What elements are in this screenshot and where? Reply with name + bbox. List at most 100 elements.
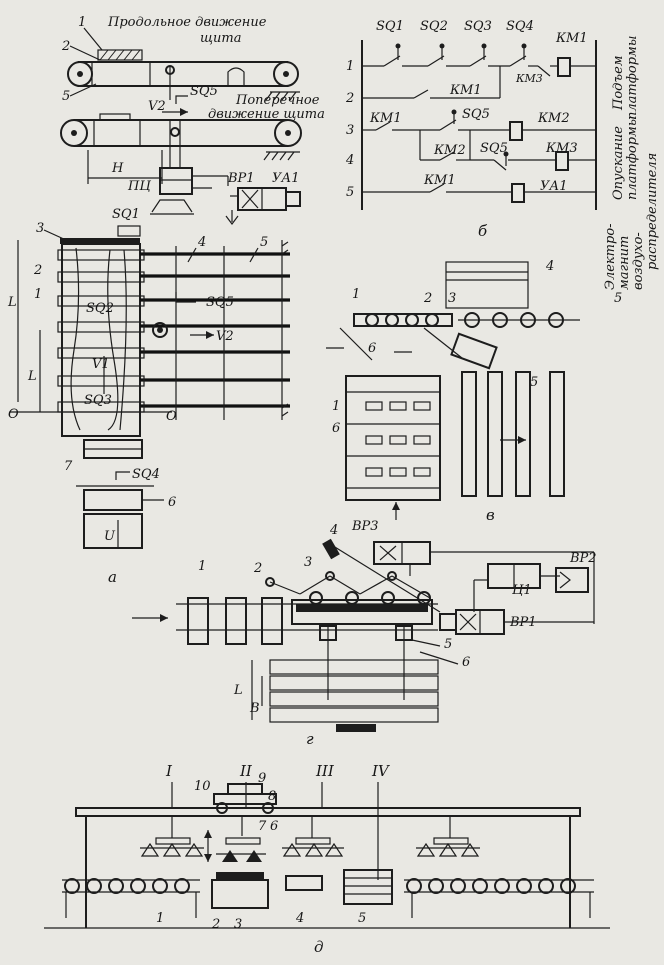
label-sq5-top: SQ5 [190,84,218,99]
label-h: H [111,161,124,176]
svg-text:Подъем: Подъем [611,55,626,111]
label-4: 4 [197,235,206,250]
label-d-2: 2 [211,917,220,932]
contact-sq5-r4: SQ5 [480,141,508,156]
label-d-6: 6 [270,819,278,834]
section-III: III [315,762,335,780]
coil-ya1-label: УА1 [540,179,568,194]
title-longitudinal-line2: щита [200,31,241,46]
label-ya1-a: УА1 [272,171,300,186]
rung-4: 4 [345,153,354,168]
section-IV: IV [371,762,391,780]
label-d-8: 8 [268,789,276,804]
caption-v: в [486,506,495,524]
label-1b: 1 [34,287,42,302]
label-u: U [104,529,116,544]
label-g-5: 5 [444,637,452,652]
label-2: 2 [61,39,70,54]
svg-text:Электро-: Электро- [603,223,618,290]
contact-sq5-r3: SQ5 [462,107,490,122]
svg-text:распределителя: распределителя [645,153,660,270]
rung-1: 1 [346,59,354,74]
label-l1: L [7,295,17,310]
fig-g: 4 ВР3 Ц1 ВР2 ВР1 1 [132,519,597,748]
caption-b: б [478,222,488,240]
label-sq1: SQ1 [112,207,140,222]
fig-v: 1 2 3 4 5 6 1 6 5 в [326,259,622,524]
coil-km1-label: КМ1 [555,31,588,46]
switch-sq3: SQ3 [464,19,492,34]
contact-km2-r4: КМ2 [433,143,466,158]
label-v-6b: 6 [332,421,340,436]
longitudinal-conveyor: 1 Продольное движение щита 2 5 [61,15,300,104]
label-v2: V2 [148,99,166,114]
label-d-4: 4 [295,911,304,926]
label-o1: O [8,407,19,422]
label-6: 6 [168,495,176,510]
label-v-1b: 1 [332,399,340,414]
switch-sq2: SQ2 [420,19,448,34]
side-label-lift: Подъем платформы [611,36,640,120]
svg-text:магнит: магнит [617,236,632,290]
rung-3: 3 [346,123,354,138]
label-v-3: 3 [448,291,456,306]
fig-b-ladder: SQ1 SQ2 SQ3 SQ4 КМ1 1 2 3 4 5 КМ3 КМ1 [345,19,660,290]
contact-km1-r2: КМ1 [449,83,482,98]
label-g-b: B [249,701,260,716]
title-transverse-line2: движение щита [208,107,325,122]
svg-text:платформы: платформы [625,116,640,200]
caption-d: д [314,938,324,956]
svg-text:воздухо-: воздухо- [631,232,646,290]
caption-g: г [306,730,314,748]
caption-a: а [108,568,117,586]
title-longitudinal-line1: Продольное движение [107,15,267,30]
svg-text:платформы: платформы [625,36,640,120]
label-g-c1: Ц1 [512,583,532,598]
contact-km1-r5: КМ1 [423,173,456,188]
roller-belts [57,249,290,413]
label-sq5: SQ5 [206,295,234,310]
rung-5: 5 [346,185,354,200]
label-1: 1 [78,15,86,30]
label-g-3: 3 [304,555,312,570]
contact-km1-r3: КМ1 [369,111,402,126]
label-g-4: 4 [329,523,338,538]
label-o2: O [166,409,177,424]
label-d-5: 5 [358,911,366,926]
label-d-10: 10 [194,779,211,794]
fig-a-plan-view: SQ1 3 2 1 [7,207,290,586]
gripper-groups [140,816,480,862]
label-vr1-a: ВР1 [227,171,255,186]
label-3: 3 [36,221,44,236]
label-g-l: L [233,683,243,698]
label-sq2: SQ2 [86,301,114,316]
label-v-6: 6 [368,341,376,356]
label-5: 5 [62,89,70,104]
svg-text:Опускание: Опускание [611,126,626,200]
label-g-6: 6 [462,655,470,670]
rung-2: 2 [345,91,354,106]
label-g-vr3: ВР3 [351,519,379,534]
label-5b: 5 [260,235,268,250]
side-label-magnet: Электро- магнит воздухо- распределителя [603,153,660,290]
label-v2b: V2 [216,329,234,344]
coil-km3-label: КМ3 [545,141,578,156]
switch-sq4: SQ4 [506,19,534,34]
section-I: I [165,762,173,780]
label-d-1: 1 [156,911,164,926]
label-l2: L [27,369,37,384]
label-v-5b: 5 [530,375,538,390]
section-II: II [239,762,253,780]
label-v1: V1 [92,357,110,372]
label-sq3: SQ3 [84,393,112,408]
label-v-1: 1 [352,287,360,302]
label-d-3: 3 [234,917,242,932]
label-g-1: 1 [198,559,206,574]
label-d-9: 9 [258,771,266,786]
title-transverse-line1: Поперечное [235,93,320,108]
label-v-5: 5 [614,291,622,306]
label-7: 7 [64,459,73,474]
transverse-conveyor: V2 SQ5 Поперечное движение щита H ПЦ ВР1 [60,84,325,225]
fig-d: I II III IV 10 9 8 7 6 [44,762,610,956]
